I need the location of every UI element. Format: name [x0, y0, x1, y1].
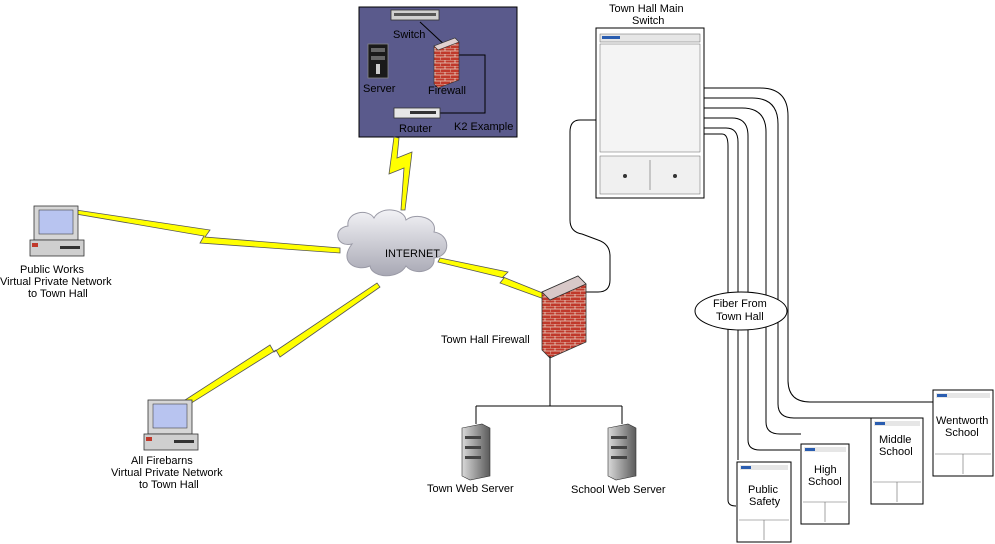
- high-school-line2: School: [808, 476, 842, 488]
- k2-router-icon: [393, 107, 441, 119]
- k2-firewall-icon: [433, 37, 460, 89]
- wentworth-school-line2: School: [945, 427, 979, 439]
- k2-switch-label: Switch: [393, 29, 426, 41]
- town-web-server-label: Town Web Server: [427, 483, 514, 495]
- town-hall-main-switch: [595, 27, 705, 199]
- wentworth-school-line1: Wentworth: [936, 415, 989, 427]
- fiber-label-line2: Town Hall: [716, 311, 764, 323]
- firebarns-line3: to Town Hall: [139, 479, 199, 491]
- middle-school-line2: School: [879, 446, 913, 458]
- k2-router-label: Router: [399, 123, 433, 135]
- town-hall-firewall-label: Town Hall Firewall: [441, 334, 530, 346]
- high-school-line1: High: [814, 464, 837, 476]
- public-safety-line1: Public: [748, 484, 778, 496]
- school-web-server-label: School Web Server: [571, 484, 666, 496]
- public-works-pc-icon: [29, 205, 85, 257]
- site-high-school-chassis: [800, 443, 850, 525]
- fiber-label-line1: Fiber From: [713, 298, 767, 310]
- firebarns-line2: Virtual Private Network: [111, 467, 223, 479]
- lightning-public-works: [75, 209, 341, 254]
- lightning-links: [75, 136, 561, 408]
- site-wentworth-school-chassis: [932, 389, 994, 477]
- main-switch-label-line2: Switch: [632, 15, 665, 27]
- internet-cloud: [337, 209, 448, 277]
- public-safety-line2: Safety: [749, 496, 781, 508]
- public-works-line1: Public Works: [20, 264, 84, 276]
- internet-label: INTERNET: [385, 248, 440, 260]
- fiber-runs: [688, 87, 935, 507]
- site-middle-school-chassis: [870, 417, 924, 505]
- site-public-safety-chassis: [736, 461, 792, 543]
- fiber-label-ellipse: [694, 291, 788, 331]
- main-switch-label-line1: Town Hall Main: [609, 3, 684, 15]
- lightning-firebarns: [181, 282, 381, 408]
- fiber-switch-firewall: [569, 119, 611, 293]
- public-works-line2: Virtual Private Network: [0, 276, 112, 288]
- k2-caption: K2 Example: [454, 121, 514, 133]
- town-web-server-icon: [461, 423, 491, 481]
- k2-example-box: [358, 6, 518, 138]
- middle-school-line1: Middle: [879, 434, 912, 446]
- public-works-line3: to Town Hall: [28, 288, 88, 300]
- k2-server-icon: [367, 43, 389, 79]
- k2-switch-icon: [390, 9, 440, 21]
- school-web-server-icon: [607, 423, 637, 481]
- k2-server-label: Server: [363, 83, 396, 95]
- firebarns-line1: All Firebarns: [131, 455, 193, 467]
- firebarns-pc-icon: [143, 399, 199, 451]
- town-hall-firewall-icon: [541, 275, 587, 359]
- k2-firewall-label: Firewall: [428, 85, 466, 97]
- lightning-k2-internet: [388, 136, 413, 211]
